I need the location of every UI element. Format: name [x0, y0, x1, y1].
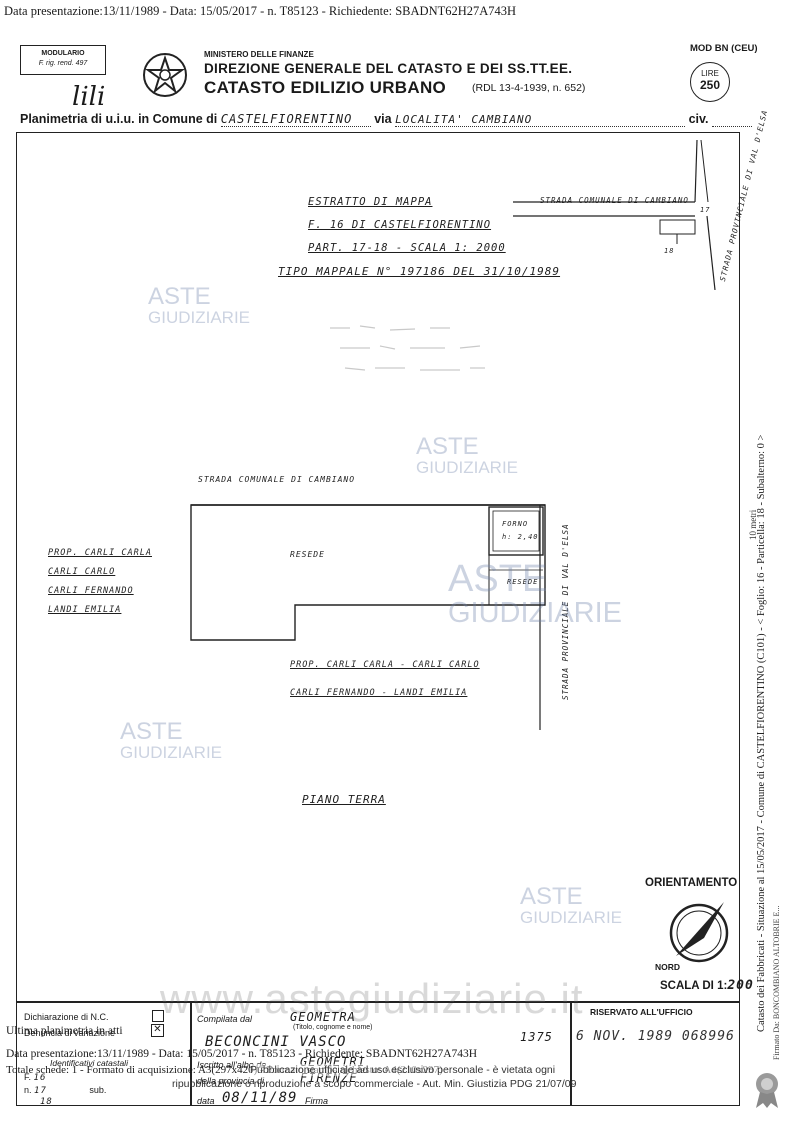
- via-label: via: [374, 112, 392, 126]
- compiler-cell: [191, 1002, 571, 1106]
- forno-label: FORNO: [502, 520, 529, 528]
- ufficio-cell: [571, 1002, 740, 1106]
- strada-top-label: STRADA COMUNALE DI CAMBIANO: [540, 196, 689, 205]
- prop-left-4: LANDI EMILIA: [48, 605, 122, 615]
- pub-note-2: ripubblicazione o riproduzione a scopo c…: [172, 1078, 577, 1090]
- protocollo-stamp: 6 NOV. 1989 068996: [576, 1029, 735, 1044]
- particella-17-label: 17: [700, 206, 711, 214]
- watermark-1: ASTE GIUDIZIARIE: [148, 283, 251, 327]
- declaration-cell: [16, 1002, 191, 1106]
- forno-height: h: 2,40: [502, 533, 539, 541]
- catasto-title: CATASTO EDILIZIO URBANO: [204, 78, 447, 97]
- ministry-name: MINISTERO DELLE FINANZE: [204, 50, 314, 59]
- dich-nc-checkbox: [152, 1010, 164, 1022]
- prop-left-3: CARLI FERNANDO: [48, 586, 134, 596]
- denuncia-label: Denuncia di variazione: [24, 1028, 116, 1038]
- watermark-5: ASTE GIUDIZIARIE: [520, 883, 623, 927]
- titolo-hint: (Titolo, cognome e nome): [293, 1024, 373, 1031]
- floor-plan: [190, 504, 546, 730]
- pub-note-1: Pubblicazione ufficiale ad uso esclusivo…: [250, 1064, 556, 1076]
- lire-stamp: LIRE 250: [690, 62, 730, 102]
- scala-label: SCALA DI 1:200: [660, 978, 754, 993]
- della-label: della provincia di: [197, 1076, 265, 1086]
- estratto-title: ESTRATTO DI MAPPA: [308, 196, 433, 208]
- faint-scribble: [330, 325, 485, 371]
- watermark-3: ASTE GIUDIZIARIE: [448, 558, 623, 629]
- resede-label-side: RESEDE: [507, 578, 539, 586]
- site-watermark: www.astegiudiziarie.it: [160, 975, 584, 1022]
- header-repeat: Data presentazione:13/11/1989 - Data: 15…: [6, 1048, 478, 1060]
- dich-nc-label: Dichiarazione di N.C.: [24, 1012, 109, 1022]
- planimetria-prefix: Planimetria di u.i.u. in Comune di: [20, 112, 218, 126]
- strada-main-label: STRADA COMUNALE DI CAMBIANO: [198, 475, 356, 484]
- planimetria-row: Planimetria di u.i.u. in Comune di CASTE…: [20, 112, 770, 127]
- riservato-label: RISERVATO ALL'UFFICIO: [590, 1007, 693, 1017]
- mappa-sketch: [513, 140, 716, 290]
- handwritten-mark: lili: [72, 82, 106, 112]
- piano-label: PIANO TERRA: [302, 793, 386, 806]
- via-value: LOCALITA' CAMBIANO: [395, 113, 686, 127]
- data-value: 08/11/89: [222, 1090, 298, 1106]
- iscritto-label: Iscritto all'albo de: [197, 1060, 267, 1070]
- particella-field-2: 18: [40, 1097, 53, 1107]
- particella-field: n. 17 sub.: [24, 1085, 107, 1096]
- seal-icon: [756, 1073, 778, 1108]
- modulario-label: MODULARIO: [41, 50, 85, 57]
- ultima-planimetria: Ultima planimetria in atti: [6, 1025, 123, 1037]
- resede-label-main: RESEDE: [290, 550, 325, 559]
- estratto-scala: PART. 17-18 - SCALA 1: 2000: [308, 242, 506, 254]
- catasto-law-ref: (RDL 13-4-1939, n. 652): [472, 82, 586, 94]
- compass-icon: [669, 902, 729, 963]
- prop-left-1: PROP. CARLI CARLA: [48, 548, 152, 558]
- prop-bottom-2: CARLI FERNANDO - LANDI EMILIA: [290, 688, 468, 698]
- denuncia-checkbox: ✕: [151, 1024, 164, 1037]
- identificativi-label: Identificativi catastali: [50, 1058, 128, 1068]
- watermark-4: ASTE GIUDIZIARIE: [120, 718, 223, 762]
- tecnico-value: GEOMETRA: [290, 1010, 356, 1024]
- modulario-ref: F. rig. rend. 497: [38, 60, 88, 67]
- estratto-foglio: F. 16 DI CASTELFIORENTINO: [308, 219, 492, 231]
- particella-18-label: 18: [664, 247, 675, 255]
- drawing-frame: [16, 132, 740, 1002]
- data-label: data: [197, 1096, 215, 1106]
- directorate-name: DIREZIONE GENERALE DEL CATASTO E DEI SS.…: [204, 61, 573, 76]
- prop-bottom-1: PROP. CARLI CARLA - CARLI CARLO: [290, 660, 480, 670]
- watermark-2: ASTE GIUDIZIARIE: [416, 433, 519, 477]
- orientamento-label: ORIENTAMENTO: [645, 877, 738, 889]
- side-signature-text: Firmato Da: BONCOMBIANO ALTOBRIE E...: [772, 905, 781, 1060]
- modulario-box: MODULARIO F. rig. rend. 497: [20, 45, 106, 75]
- compiler-name: BECONCINI VASCO: [205, 1034, 347, 1050]
- comune-value: CASTELFIORENTINO: [220, 112, 371, 127]
- mod-code: MOD BN (CEU): [690, 43, 758, 54]
- nord-label: NORD: [655, 962, 681, 972]
- albo-number: 1375: [520, 1030, 553, 1044]
- prop-left-2: CARLI CARLO: [48, 567, 116, 577]
- side-cadastre-text: Catasto dei Fabbricati - Situazione al 1…: [756, 434, 767, 1032]
- lire-label: LIRE: [701, 69, 719, 78]
- header-bar: Data presentazione:13/11/1989 - Data: 15…: [4, 4, 517, 18]
- firma-label: Firma: [305, 1096, 328, 1106]
- republic-emblem-icon: [143, 53, 187, 97]
- civ-label: civ.: [688, 112, 709, 126]
- compilata-label: Compilata dal: [197, 1014, 253, 1024]
- lire-value: 250: [699, 78, 721, 92]
- estratto-tipo: TIPO MAPPALE N° 197186 DEL 31/10/1989: [278, 265, 561, 278]
- foglio-field: F. 16: [24, 1072, 47, 1083]
